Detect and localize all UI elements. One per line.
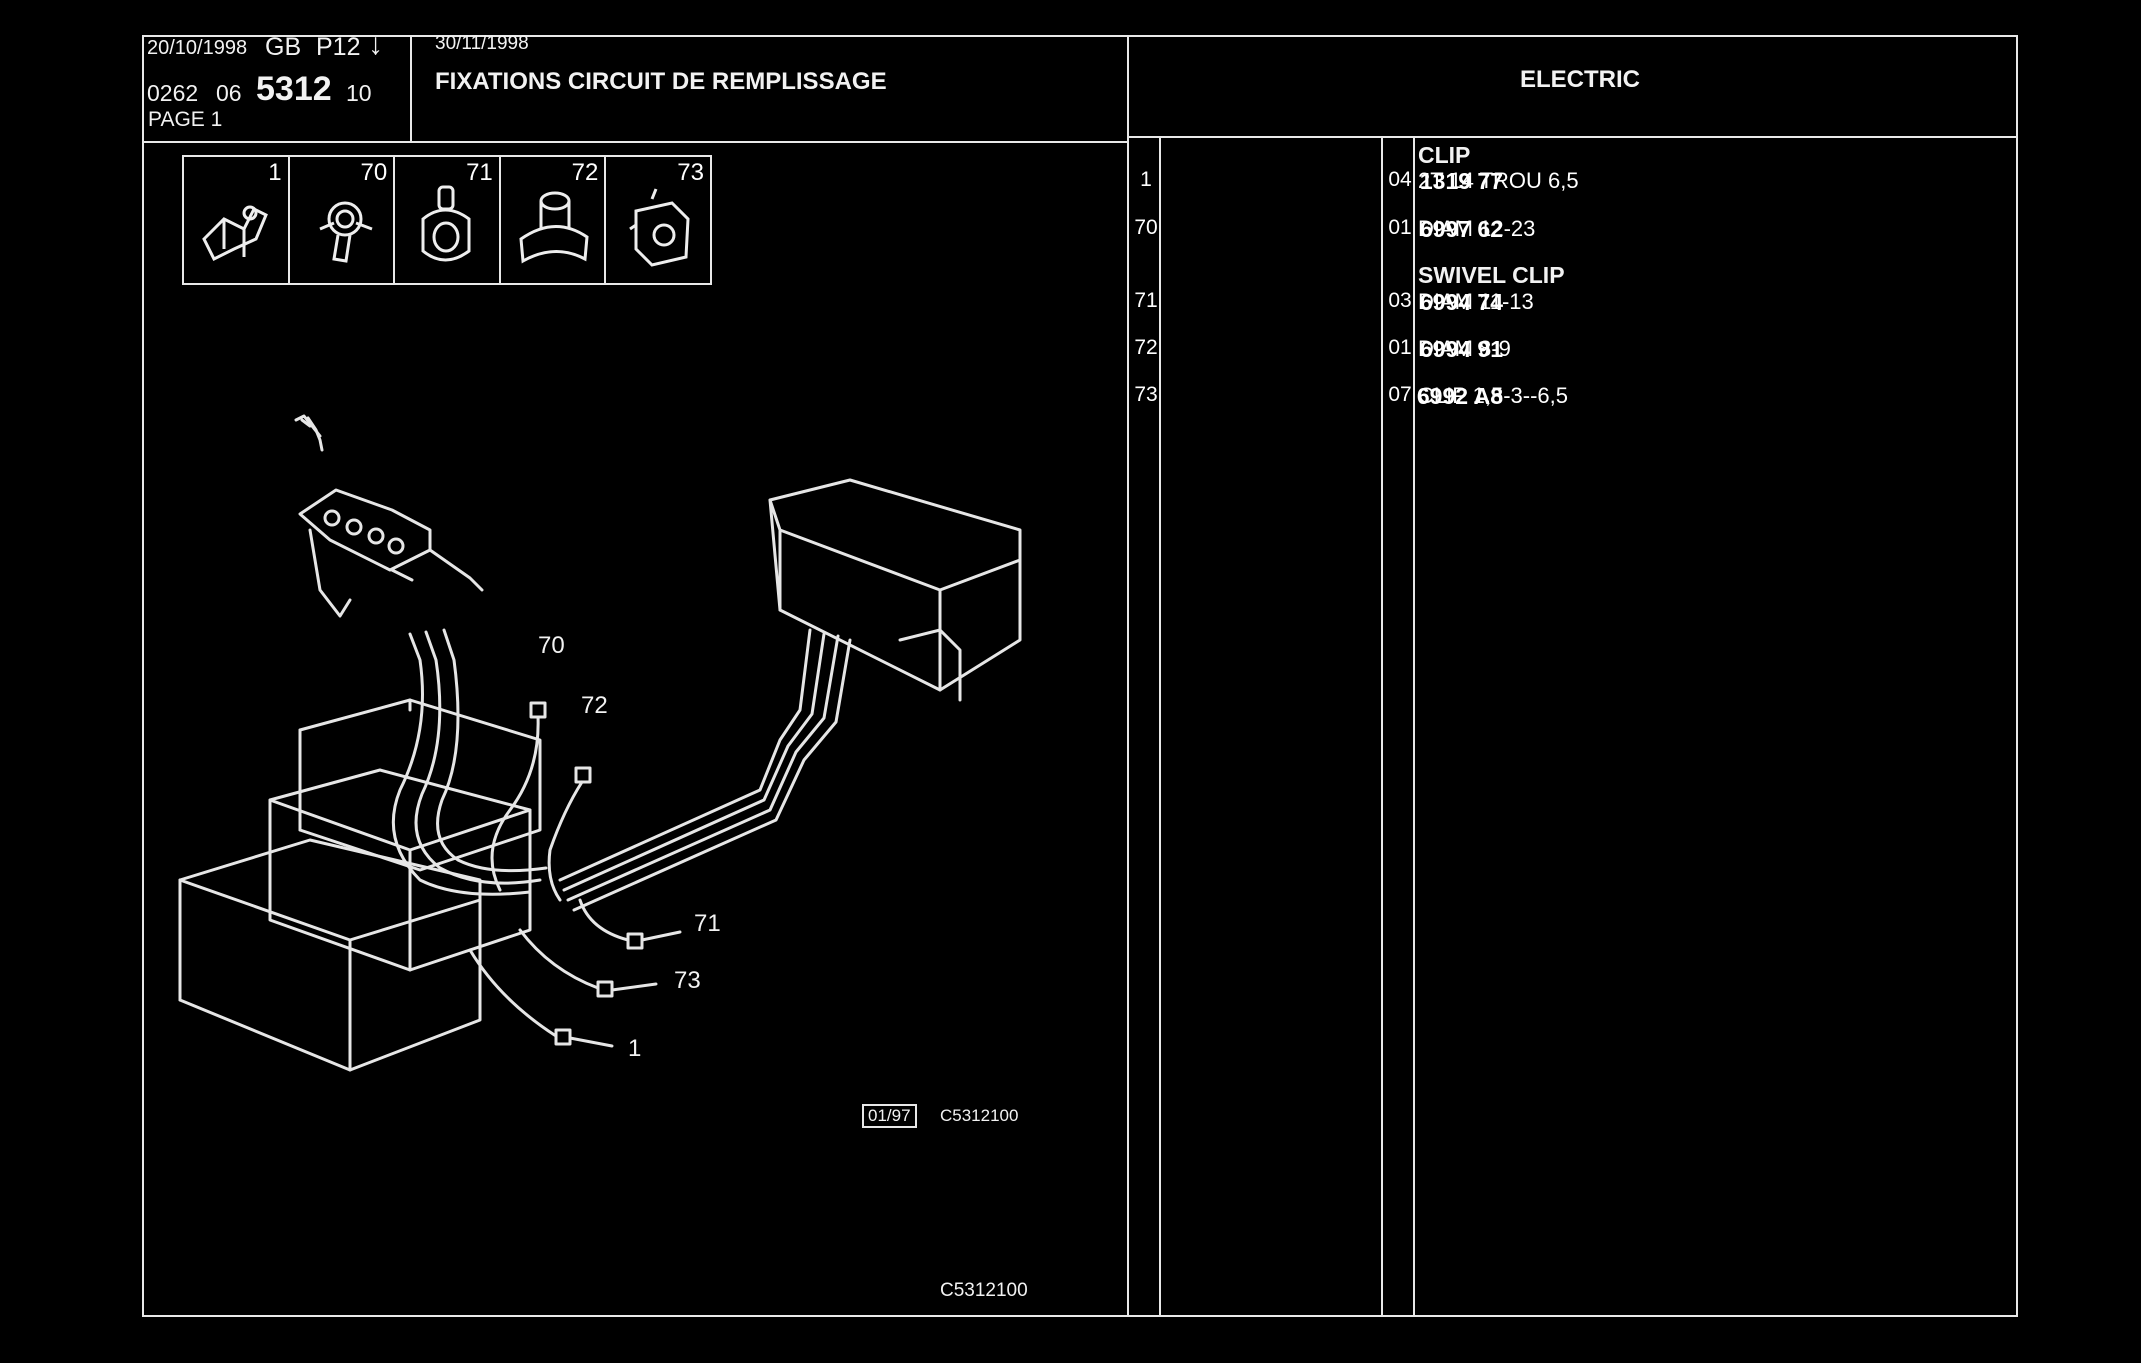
header-bottom-right (1128, 136, 2018, 138)
swivel-clip-icon (421, 185, 471, 262)
part-description: 2T 14 TROU 6,5 (1418, 168, 1579, 193)
part-reference: 6992 A8 (1416, 383, 1503, 409)
part-index: 71 (1134, 289, 1158, 312)
part-index: 72 (1134, 336, 1158, 359)
callout-1: 1 (628, 1035, 642, 1062)
callout-72: 72 (581, 692, 608, 719)
part-quantity: 01 (1388, 216, 1412, 239)
thumbnail-1[interactable]: 1 (184, 157, 290, 283)
parts-row[interactable]: 1 1319 77 04 2T 14 TROU 6,5 (1131, 168, 2011, 208)
parts-col-divider-1 (1159, 137, 1161, 1317)
callout-70: 70 (538, 632, 565, 659)
part-description: DIAM 12-23 (1418, 216, 1536, 241)
parts-col-divider-2 (1381, 137, 1383, 1317)
part-index: 1 (1140, 168, 1152, 191)
footer-drawing-code: C5312100 (940, 1280, 1028, 1301)
header-model: P12 (316, 33, 361, 61)
part-quantity: 03 (1388, 289, 1412, 312)
part-description: DIAM 8-9 (1418, 336, 1511, 361)
header-date: 20/10/1998 (147, 37, 248, 59)
exploded-diagram (178, 414, 1022, 1072)
down-arrow-icon: ↓ (368, 28, 383, 61)
clip-icon (629, 188, 690, 267)
thumbnail-73[interactable]: 73 (606, 157, 710, 283)
parts-row[interactable]: 71 6994 74 03 DIAM 11-13 (1131, 289, 2011, 329)
callout-73: 73 (674, 967, 701, 994)
part-description: DIAM 11-13 (1418, 289, 1534, 314)
thumbnail-number: 71 (466, 159, 493, 186)
drawing-date-box: 01/97 (862, 1104, 917, 1128)
part-reference: 6997 62 (1419, 216, 1503, 242)
header-code-main: 5312 (256, 70, 332, 108)
parts-row[interactable]: 72 6994 91 01 DIAM 8-9 (1131, 336, 2011, 376)
group-title-clip: CLIP (1418, 142, 1471, 168)
thumbnail-number: 73 (677, 159, 704, 186)
drawing-code: C5312100 (940, 1106, 1019, 1125)
part-index: 73 (1134, 383, 1158, 406)
header-language: GB (265, 33, 302, 61)
part-reference: 6994 91 (1419, 336, 1503, 362)
thumbnail-71[interactable]: 71 (395, 157, 501, 283)
column-divider-main (1127, 35, 1129, 1317)
thumbnail-number: 72 (571, 159, 599, 186)
sheet-frame (142, 35, 2018, 1317)
page-title: FIXATIONS CIRCUIT DE REMPLISSAGE (435, 68, 887, 95)
header-code-b: 06 (216, 80, 242, 106)
part-index: 70 (1134, 216, 1158, 239)
parts-col-divider-3 (1413, 137, 1415, 1317)
part-thumbnails: 1 70 71 72 73 (182, 155, 712, 285)
header-code-c: 10 (346, 80, 372, 106)
page-label: PAGE 1 (148, 108, 223, 131)
part-description: CLIP 1,5-3--6,5 (1418, 383, 1569, 408)
parts-row[interactable]: 70 6997 62 01 DIAM 12-23 (1131, 216, 2011, 256)
thumbnail-number: 1 (268, 159, 282, 186)
part-quantity: 01 (1388, 336, 1412, 359)
thumbnail-70[interactable]: 70 (290, 157, 396, 283)
part-reference: 6994 74 (1419, 289, 1503, 315)
thumbnail-number: 70 (360, 159, 388, 186)
part-quantity: 04 (1388, 168, 1412, 191)
header-divider-left (410, 35, 412, 142)
header-bottom-left (142, 141, 1128, 143)
parts-row[interactable]: 73 6992 A8 07 CLIP 1,5-3--6,5 (1131, 383, 2011, 423)
thumbnail-72[interactable]: 72 (501, 157, 607, 283)
header-code-a: 0262 (147, 80, 199, 106)
clip-icon (319, 201, 373, 263)
callout-71: 71 (694, 910, 721, 937)
header-date-2: 30/11/1998 (435, 33, 529, 54)
part-quantity: 07 (1388, 383, 1412, 406)
section-title: ELECTRIC (1520, 66, 1640, 93)
bracket-clip-icon (202, 205, 268, 262)
part-reference: 1319 77 (1419, 168, 1503, 194)
group-title-swivel-clip: SWIVEL CLIP (1418, 262, 1565, 288)
swivel-clip-icon (519, 191, 589, 264)
